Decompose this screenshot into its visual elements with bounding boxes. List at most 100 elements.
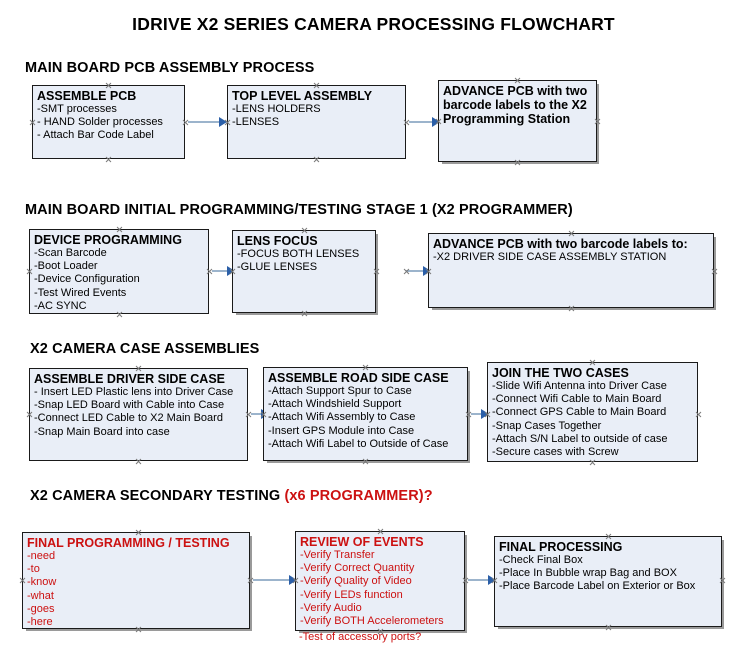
box-lens-focus[interactable]: LENS FOCUS -FOCUS BOTH LENSES -GLUE LENS…	[232, 230, 376, 313]
connection-handle[interactable]	[568, 305, 575, 312]
connection-handle[interactable]	[589, 459, 596, 466]
connection-handle[interactable]	[695, 411, 702, 418]
box-line: -Attach Windshield Support	[268, 398, 402, 411]
box-advance-pcb-to-x2-programming-station[interactable]: ADVANCE PCB with two barcode labels to t…	[438, 80, 597, 162]
box-final-programming-testing[interactable]: FINAL PROGRAMMING / TESTING -need -to -k…	[22, 532, 250, 629]
connection-handle[interactable]	[19, 577, 26, 584]
box-line: -Boot Loader	[34, 260, 98, 273]
box-assemble-pcb[interactable]: ASSEMBLE PCB -SMT processes - HAND Solde…	[32, 85, 185, 159]
box-line: -Scan Barcode	[34, 247, 107, 259]
connection-handle[interactable]	[105, 82, 112, 89]
box-line: -Verify Transfer	[300, 549, 375, 561]
connection-handle[interactable]	[589, 359, 596, 366]
box-assemble-driver-side-case[interactable]: ASSEMBLE DRIVER SIDE CASE - Insert LED P…	[29, 368, 248, 461]
connection-handle[interactable]	[568, 230, 575, 237]
connector-arrow	[471, 413, 483, 415]
box-line: -Check Final Box	[499, 554, 583, 566]
box-line: -GLUE LENSES	[237, 261, 318, 274]
box-line: -LENS HOLDERS	[232, 103, 321, 115]
box-title: FINAL PROCESSING	[499, 540, 623, 554]
connection-handle[interactable]	[711, 268, 718, 275]
box-title: REVIEW OF EVENTS	[300, 535, 424, 549]
connector-arrow	[251, 413, 263, 415]
connection-handle[interactable]	[425, 268, 432, 275]
connection-handle[interactable]	[484, 411, 491, 418]
connection-handle[interactable]	[260, 411, 267, 418]
connection-handle[interactable]	[403, 268, 410, 275]
box-top-level-assembly[interactable]: TOP LEVEL ASSEMBLY -LENS HOLDERS -LENSES	[227, 85, 406, 159]
box-line: -goes	[27, 602, 55, 615]
section-heading-text: MAIN BOARD PCB ASSEMBLY PROCESS	[25, 60, 315, 76]
box-title: LENS FOCUS	[237, 234, 318, 248]
connection-handle[interactable]	[135, 365, 142, 372]
connection-handle[interactable]	[105, 156, 112, 163]
box-line: -Snap LED Board with Cable into Case	[34, 399, 225, 412]
connection-handle[interactable]	[719, 577, 726, 584]
box-assemble-road-side-case[interactable]: ASSEMBLE ROAD SIDE CASE -Attach Support …	[263, 367, 468, 461]
connection-handle[interactable]	[135, 458, 142, 465]
box-title: ASSEMBLE DRIVER SIDE CASE	[34, 372, 226, 386]
connection-handle[interactable]	[605, 624, 612, 631]
box-line: -know	[27, 576, 57, 589]
box-line: -Attach S/N Label to outside of case	[492, 432, 668, 445]
connection-handle[interactable]	[26, 411, 33, 418]
box-line: -what	[27, 589, 54, 602]
connection-handle[interactable]	[362, 458, 369, 465]
box-line: -FOCUS BOTH LENSES	[237, 248, 360, 260]
box-title: DEVICE PROGRAMMING	[34, 233, 182, 247]
section-heading-text: X2 CAMERA CASE ASSEMBLIES	[30, 341, 260, 357]
box-join-the-two-cases[interactable]: JOIN THE TWO CASES -Slide Wifi Antenna i…	[487, 362, 698, 462]
box-line: -Connect GPS Cable to Main Board	[492, 406, 667, 419]
box-line: - Attach Bar Code Label	[37, 129, 154, 142]
connection-handle[interactable]	[435, 118, 442, 125]
connection-handle[interactable]	[514, 77, 521, 84]
connection-handle[interactable]	[116, 226, 123, 233]
connection-handle[interactable]	[373, 268, 380, 275]
box-line: -Attach Wifi Label to Outside of Case	[268, 437, 449, 450]
connection-handle[interactable]	[377, 628, 384, 635]
box-review-of-events[interactable]: REVIEW OF EVENTS -Verify Transfer -Verif…	[295, 531, 465, 631]
box-device-programming[interactable]: DEVICE PROGRAMMING -Scan Barcode -Boot L…	[29, 229, 209, 314]
box-line: -Attach Wifi Assembly to Case	[268, 411, 416, 424]
box-line: -LENSES	[232, 116, 280, 129]
page-title: IDRIVE X2 SERIES CAMERA PROCESSING FLOWC…	[132, 14, 615, 34]
connection-handle[interactable]	[301, 227, 308, 234]
connection-handle[interactable]	[313, 82, 320, 89]
box-title: ASSEMBLE PCB	[37, 89, 137, 103]
connection-handle[interactable]	[26, 268, 33, 275]
connection-handle[interactable]	[29, 119, 36, 126]
connection-handle[interactable]	[229, 268, 236, 275]
connection-handle[interactable]	[224, 119, 231, 126]
box-line: - Insert LED Plastic lens into Driver Ca…	[34, 386, 234, 398]
connection-handle[interactable]	[491, 577, 498, 584]
connection-handle[interactable]	[135, 626, 142, 633]
connection-handle[interactable]	[301, 310, 308, 317]
connection-handle[interactable]	[135, 529, 142, 536]
box-line: -Snap Main Board into case	[34, 425, 170, 438]
box-advance-pcb-to-driver-side-case[interactable]: ADVANCE PCB with two barcode labels to: …	[428, 233, 714, 308]
connector-arrow	[212, 270, 229, 272]
connector-arrow	[468, 579, 490, 581]
box-line: -Secure cases with Screw	[492, 446, 619, 459]
connection-handle[interactable]	[362, 364, 369, 371]
box-title: ADVANCE PCB with two barcode labels to t…	[443, 84, 588, 126]
box-line: -Snap Cases Together	[492, 419, 602, 432]
connection-handle[interactable]	[594, 118, 601, 125]
connection-handle[interactable]	[605, 533, 612, 540]
connection-handle[interactable]	[313, 156, 320, 163]
box-final-processing[interactable]: FINAL PROCESSING -Check Final Box -Place…	[494, 536, 722, 627]
box-line: -Connect LED Cable to X2 Main Board	[34, 412, 223, 425]
connection-handle[interactable]	[292, 577, 299, 584]
box-line: -Verify Quality of Video	[300, 575, 412, 588]
box-line: -Test Wired Events	[34, 286, 127, 299]
box-line: -Place In Bubble wrap Bag and BOX	[499, 567, 677, 580]
box-line: -here	[27, 616, 53, 629]
box-line: -Slide Wifi Antenna into Driver Case	[492, 380, 667, 392]
connection-handle[interactable]	[377, 528, 384, 535]
section-heading-x2-camera-case-assemblies: X2 CAMERA CASE ASSEMBLIES	[30, 341, 259, 357]
connector-arrow	[406, 270, 425, 272]
connection-handle[interactable]	[116, 311, 123, 318]
connection-handle[interactable]	[514, 159, 521, 166]
section-heading-text: X2 CAMERA SECONDARY TESTING	[30, 488, 285, 504]
